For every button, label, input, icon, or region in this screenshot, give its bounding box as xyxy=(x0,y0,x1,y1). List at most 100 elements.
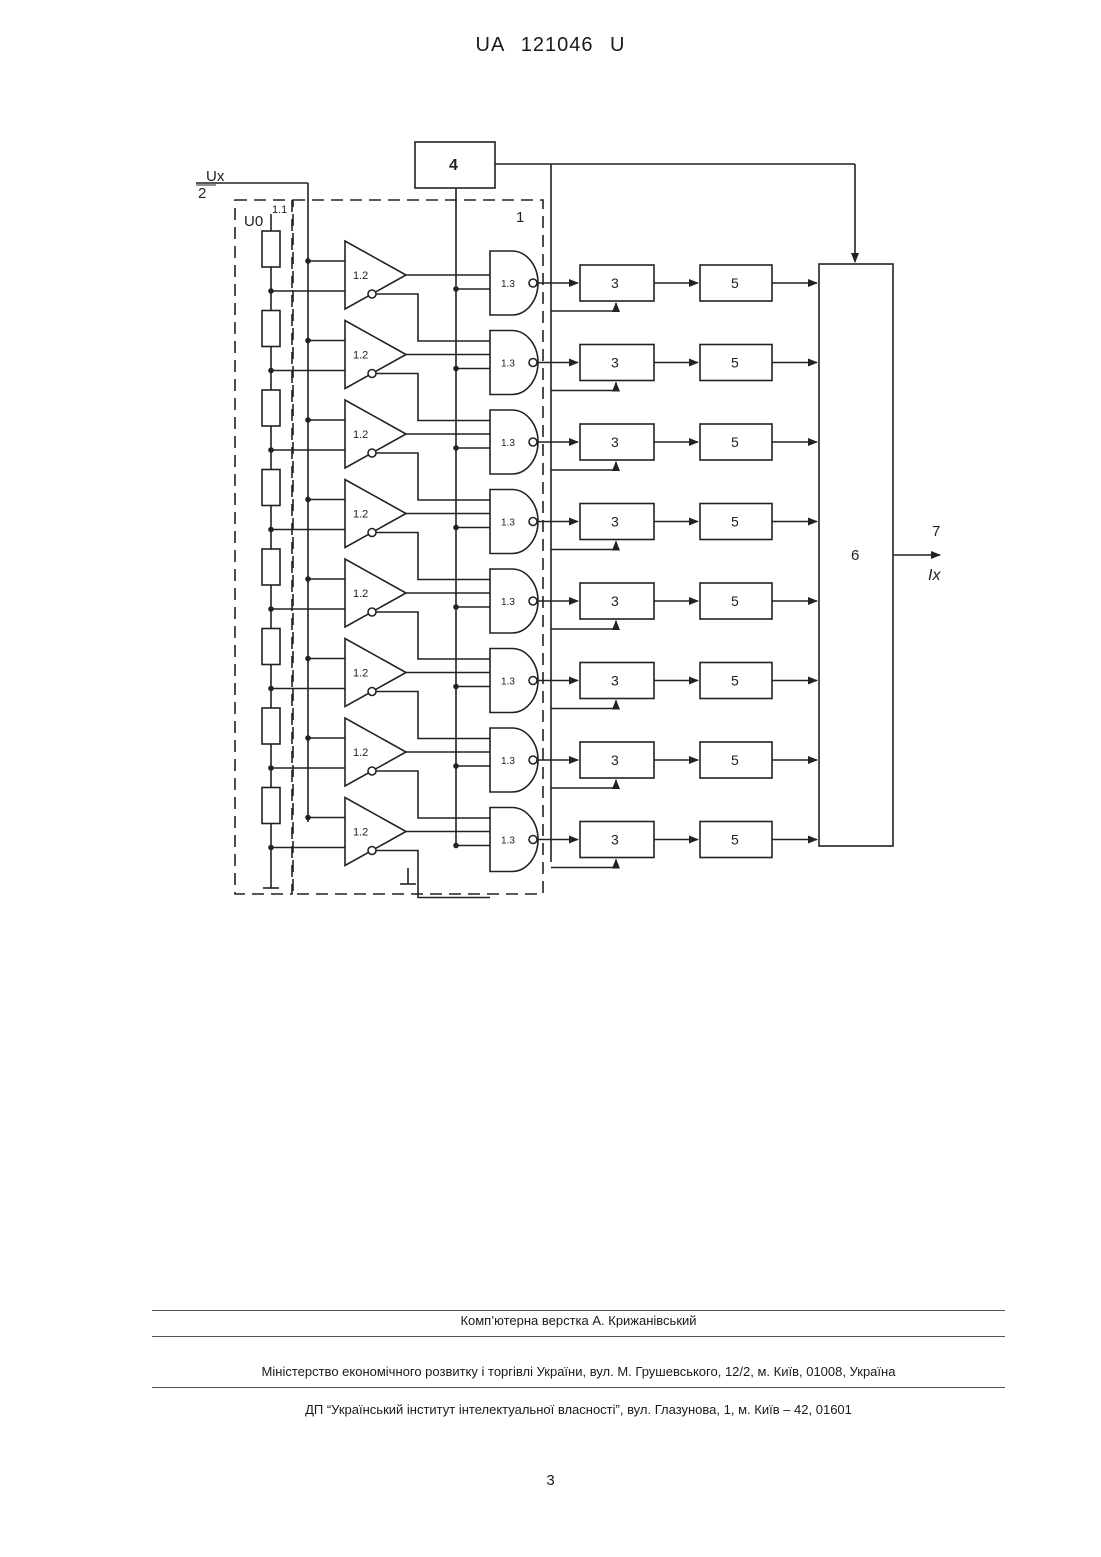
label-1: 1 xyxy=(516,209,524,226)
label-1-1: 1.1 xyxy=(272,204,287,216)
block-3-label: 3 xyxy=(611,514,619,530)
junction-dot xyxy=(306,736,310,740)
inverted-wire xyxy=(376,771,490,818)
block-5-label: 5 xyxy=(731,434,739,450)
comparator-label: 1.2 xyxy=(353,747,368,759)
comparator-label: 1.2 xyxy=(353,668,368,680)
block-5-label: 5 xyxy=(731,514,739,530)
gate-bubble xyxy=(529,279,537,287)
gate-label: 1.3 xyxy=(501,279,515,290)
comparator-label: 1.2 xyxy=(353,827,368,839)
inverted-wire xyxy=(376,612,490,659)
resistor xyxy=(262,549,280,585)
junction-dot xyxy=(454,685,458,689)
block-3-label: 3 xyxy=(611,832,619,848)
inverted-wire xyxy=(376,851,490,898)
gate-bubble xyxy=(529,597,537,605)
ux-label: Ux xyxy=(206,168,225,185)
block-5-label: 5 xyxy=(731,355,739,371)
comparator-label: 1.2 xyxy=(353,350,368,362)
junction-dot xyxy=(306,657,310,661)
ix-label: Ix xyxy=(928,567,941,584)
junction-dot xyxy=(269,289,273,293)
footer-rule-top xyxy=(152,1310,1005,1311)
block-3-label: 3 xyxy=(611,275,619,291)
block-3-label: 3 xyxy=(611,434,619,450)
gate-bubble xyxy=(529,677,537,685)
label-4: 4 xyxy=(449,157,458,174)
inverter-bubble xyxy=(368,370,376,378)
resistor xyxy=(262,708,280,744)
junction-dot xyxy=(269,846,273,850)
clock-wire xyxy=(551,303,616,311)
block-5-label: 5 xyxy=(731,593,739,609)
label-6: 6 xyxy=(851,547,859,564)
junction-dot xyxy=(269,607,273,611)
block-3-label: 3 xyxy=(611,593,619,609)
gate-bubble xyxy=(529,438,537,446)
page-number: 3 xyxy=(0,1472,1101,1489)
junction-dot xyxy=(269,687,273,691)
inverted-wire xyxy=(376,692,490,739)
u0-label: U0 xyxy=(244,213,263,230)
resistor xyxy=(262,231,280,267)
resistor xyxy=(262,311,280,347)
block-5-label: 5 xyxy=(731,752,739,768)
inverter-bubble xyxy=(368,767,376,775)
comparator-label: 1.2 xyxy=(353,509,368,521)
block-5-label: 5 xyxy=(731,673,739,689)
inverted-wire xyxy=(376,374,490,421)
inverter-bubble xyxy=(368,449,376,457)
resistor xyxy=(262,629,280,665)
footer-rule-bottom xyxy=(152,1387,1005,1388)
inverter-bubble xyxy=(368,529,376,537)
clock-wire xyxy=(551,780,616,788)
label-2: 2 xyxy=(198,185,206,202)
clock-wire xyxy=(551,462,616,470)
footer-rule-middle xyxy=(152,1336,1005,1337)
gate-label: 1.3 xyxy=(501,597,515,608)
junction-dot xyxy=(454,605,458,609)
clock-wire xyxy=(551,542,616,550)
junction-dot xyxy=(454,367,458,371)
inverter-bubble xyxy=(368,608,376,616)
junction-dot xyxy=(306,816,310,820)
block-5-label: 5 xyxy=(731,832,739,848)
gate-bubble xyxy=(529,836,537,844)
gate-bubble xyxy=(529,756,537,764)
junction-dot xyxy=(306,259,310,263)
junction-dot xyxy=(269,448,273,452)
footer-ministry: Міністерство економічного розвитку і тор… xyxy=(152,1364,1005,1379)
junction-dot xyxy=(454,844,458,848)
comparator-label: 1.2 xyxy=(353,588,368,600)
inverted-wire xyxy=(376,533,490,580)
block-3-label: 3 xyxy=(611,355,619,371)
resistor xyxy=(262,788,280,824)
block-3-label: 3 xyxy=(611,752,619,768)
block-5-label: 5 xyxy=(731,275,739,291)
junction-dot xyxy=(454,526,458,530)
clock-wire xyxy=(551,621,616,629)
junction-dot xyxy=(269,766,273,770)
gate-label: 1.3 xyxy=(501,756,515,767)
comparator-label: 1.2 xyxy=(353,429,368,441)
gate-label: 1.3 xyxy=(501,518,515,529)
junction-dot xyxy=(454,287,458,291)
gate-bubble xyxy=(529,359,537,367)
resistor xyxy=(262,390,280,426)
inverter-bubble xyxy=(368,290,376,298)
inverter-bubble xyxy=(368,688,376,696)
footer-layout-credit: Комп’ютерна верстка А. Крижанівський xyxy=(152,1313,1005,1328)
gate-label: 1.3 xyxy=(501,836,515,847)
gate-bubble xyxy=(529,518,537,526)
junction-dot xyxy=(306,577,310,581)
gate-label: 1.3 xyxy=(501,677,515,688)
junction-dot xyxy=(269,528,273,532)
circuit-diagram: 1.2 1.3 3 5 1.2 1.3 3 5 1.2 1.3 3 5 1.2 1.3 3 5 1.2 1.3 3 5… xyxy=(0,0,1101,920)
junction-dot xyxy=(269,369,273,373)
junction-dot xyxy=(454,446,458,450)
inverter-bubble xyxy=(368,847,376,855)
comparator-label: 1.2 xyxy=(353,270,368,282)
label-7: 7 xyxy=(932,523,940,540)
junction-dot xyxy=(306,418,310,422)
